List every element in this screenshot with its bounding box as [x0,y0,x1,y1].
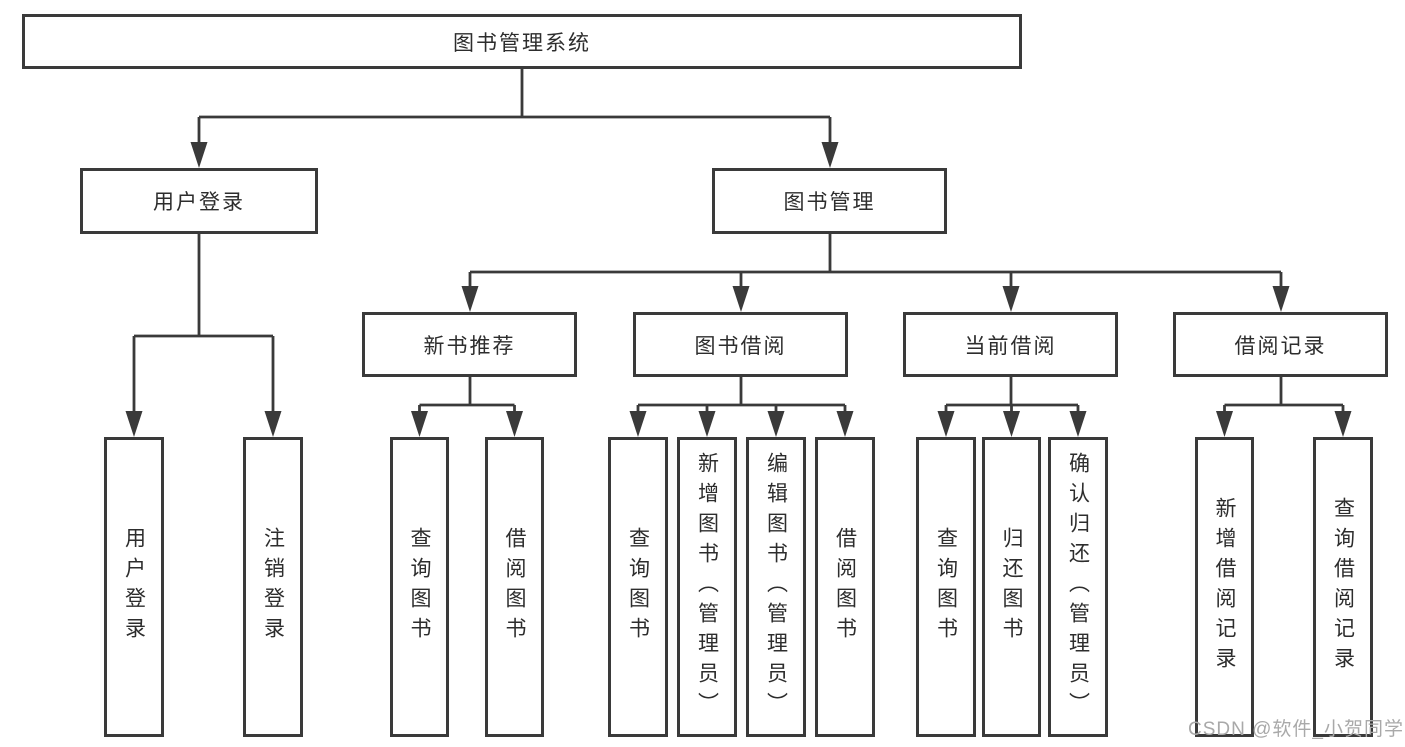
leaf-add-book-admin: 新增图书（管理员） [677,437,737,737]
node-user-login: 用户登录 [80,168,318,234]
leaf-query-books-recommend-label: 查询图书 [408,527,431,647]
leaf-confirm-return-admin-label: 确认归还（管理员） [1066,452,1090,722]
leaf-user-login: 用户登录 [104,437,164,737]
node-book-borrowing-label: 图书借阅 [694,334,787,358]
leaf-query-books-borrowing-label: 查询图书 [626,527,650,647]
node-borrow-records-label: 借阅记录 [1234,334,1327,358]
node-current-borrowing: 当前借阅 [903,312,1118,377]
node-root: 图书管理系统 [22,14,1022,69]
leaf-add-borrow-record: 新增借阅记录 [1195,437,1254,737]
leaf-query-books-current: 查询图书 [916,437,976,737]
leaf-borrow-books-borrowing-label: 借阅图书 [833,527,857,647]
leaf-query-borrow-record: 查询借阅记录 [1313,437,1373,737]
leaf-logout: 注销登录 [243,437,303,737]
node-user-login-label: 用户登录 [153,191,245,214]
leaf-add-book-admin-label: 新增图书（管理员） [695,452,719,722]
leaf-query-borrow-record-label: 查询借阅记录 [1331,497,1355,677]
leaf-borrow-books-borrowing: 借阅图书 [815,437,875,737]
leaf-edit-book-admin-label: 编辑图书（管理员） [764,452,788,722]
leaf-query-books-recommend: 查询图书 [390,437,449,737]
leaf-edit-book-admin: 编辑图书（管理员） [746,437,806,737]
watermark: CSDN @软件_小贺同学 [1188,719,1404,740]
node-new-book-recommend: 新书推荐 [362,312,577,377]
leaf-query-books-current-label: 查询图书 [934,527,958,647]
leaf-borrow-books-recommend: 借阅图书 [485,437,544,737]
node-borrow-records: 借阅记录 [1173,312,1388,377]
leaf-borrow-books-recommend-label: 借阅图书 [503,527,526,647]
leaf-add-borrow-record-label: 新增借阅记录 [1213,497,1236,677]
node-new-book-recommend-label: 新书推荐 [423,334,516,358]
leaf-return-book-label: 归还图书 [1000,527,1023,647]
node-book-management: 图书管理 [712,168,947,234]
node-book-management-label: 图书管理 [783,191,876,214]
leaf-return-book: 归还图书 [982,437,1041,737]
node-current-borrowing-label: 当前借阅 [964,334,1057,358]
node-root-label: 图书管理系统 [453,31,591,55]
leaf-logout-label: 注销登录 [261,527,285,647]
leaf-confirm-return-admin: 确认归还（管理员） [1048,437,1108,737]
node-book-borrowing: 图书借阅 [633,312,848,377]
leaf-query-books-borrowing: 查询图书 [608,437,668,737]
leaf-user-login-label: 用户登录 [122,527,146,647]
